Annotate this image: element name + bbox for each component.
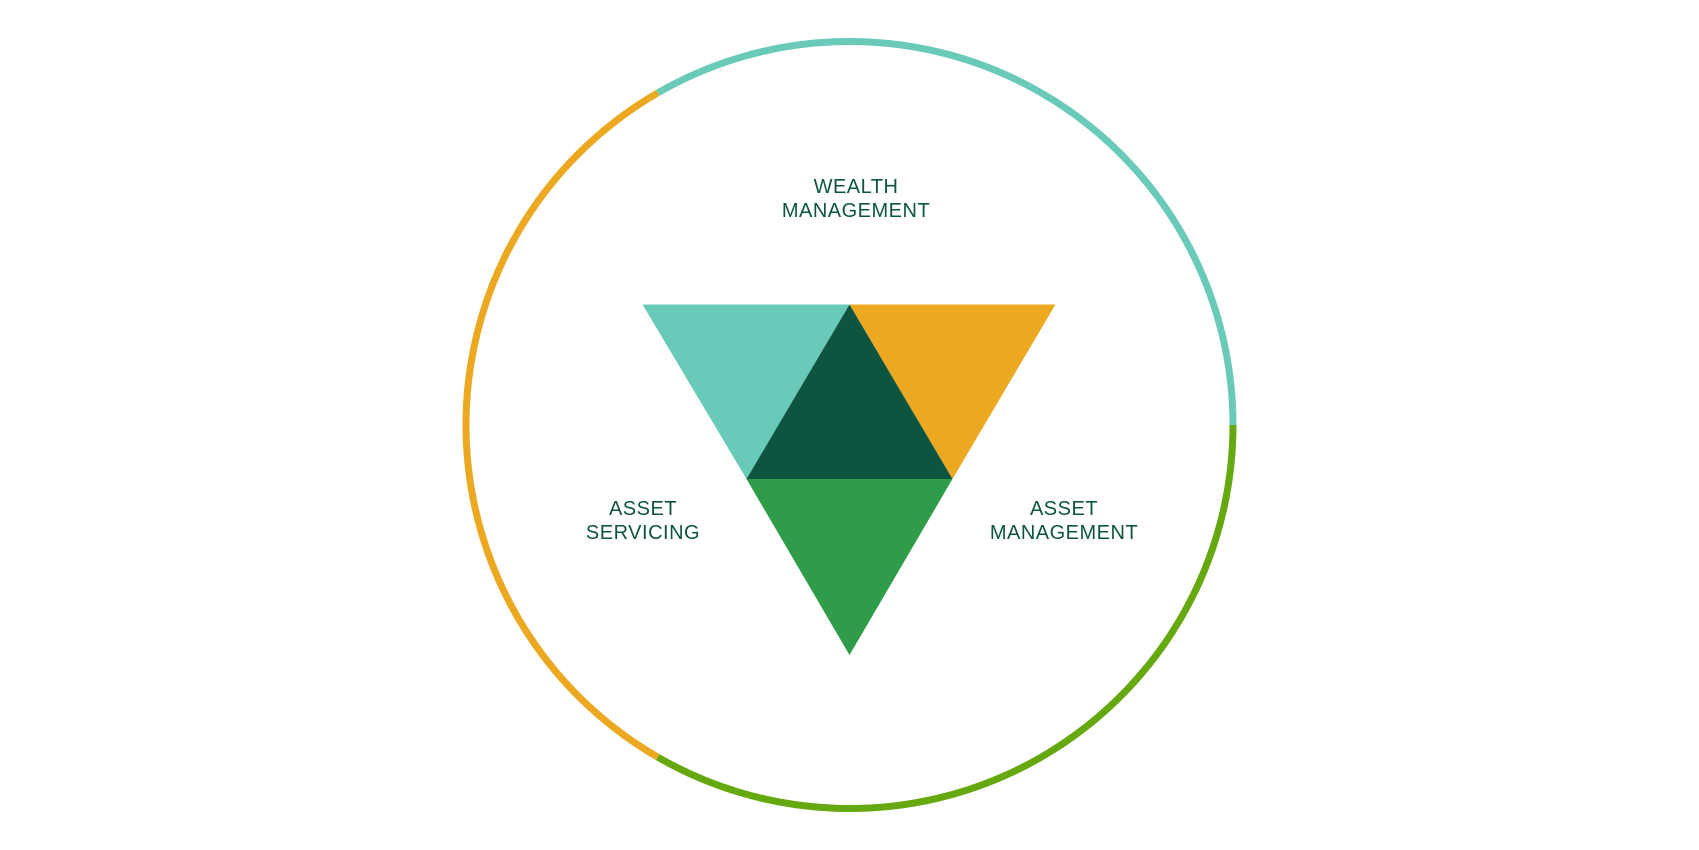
label-wealth-management: WEALTH MANAGEMENT bbox=[782, 175, 930, 223]
triangle-wealth-management bbox=[642, 304, 850, 479]
triangle-center bbox=[746, 304, 953, 479]
ring-arc-wealth-management bbox=[656, 38, 1237, 426]
label-line: ASSET bbox=[608, 498, 678, 520]
label-asset-management: ASSET MANAGEMENT bbox=[990, 497, 1138, 545]
label-asset-servicing: ASSET SERVICING bbox=[586, 497, 700, 545]
ring-arc-asset-servicing bbox=[462, 89, 660, 761]
triangle-asset-servicing bbox=[746, 479, 953, 655]
label-line: MANAGEMENT bbox=[781, 200, 931, 222]
label-line: MANAGEMENT bbox=[989, 522, 1139, 544]
label-line: WEALTH bbox=[813, 176, 899, 198]
ring-arc-asset-management bbox=[656, 424, 1237, 812]
triangle-asset-management bbox=[849, 304, 1056, 479]
label-line: ASSET bbox=[1029, 498, 1099, 520]
label-line: SERVICING bbox=[585, 522, 701, 544]
